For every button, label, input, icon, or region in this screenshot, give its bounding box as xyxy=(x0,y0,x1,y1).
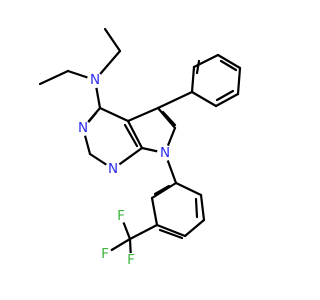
bond xyxy=(98,106,130,123)
bond xyxy=(38,69,70,86)
molecule-diagram: N N N N F F F xyxy=(38,27,242,268)
bond xyxy=(126,106,160,123)
bond xyxy=(150,181,178,200)
fluorine-bottom-atom: F xyxy=(124,252,138,268)
atom-label-layer: N N N N F F F xyxy=(75,72,173,268)
bond xyxy=(192,53,220,69)
bond xyxy=(123,123,139,148)
bond xyxy=(150,196,159,227)
fluorine-top-label: F xyxy=(117,208,125,224)
bond xyxy=(190,90,218,108)
bond xyxy=(103,27,122,53)
bond xyxy=(158,228,184,240)
bond xyxy=(126,119,144,150)
bond xyxy=(190,65,196,94)
pyrimidine-n1-atom: N xyxy=(105,161,121,177)
fluorine-top-atom: F xyxy=(114,208,128,224)
pyrimidine-n1-label: N xyxy=(108,161,118,177)
bond xyxy=(156,106,177,130)
bond xyxy=(161,110,177,127)
bond xyxy=(195,59,201,75)
fluorine-bottom-label: F xyxy=(127,252,135,268)
bond xyxy=(128,223,159,241)
bond xyxy=(174,181,203,197)
bond xyxy=(236,66,242,96)
pyrrole-nitrogen-label: N xyxy=(160,145,170,161)
bond xyxy=(214,92,240,108)
fluorine-left-atom: F xyxy=(98,246,112,262)
amine-nitrogen-label: N xyxy=(90,72,100,88)
fluorine-left-label: F xyxy=(101,246,109,262)
bond xyxy=(199,193,206,222)
amine-nitrogen-atom: N xyxy=(87,72,103,88)
pyrimidine-n3-label: N xyxy=(78,120,88,136)
pyrrole-nitrogen-atom: N xyxy=(157,145,173,161)
bond xyxy=(215,89,235,102)
bond xyxy=(153,184,171,196)
bond xyxy=(216,53,242,70)
bond xyxy=(194,197,199,219)
bond xyxy=(156,90,194,110)
bond xyxy=(183,218,206,238)
structure-drawing: N N N N F F F xyxy=(38,27,242,268)
pyrimidine-n3-atom: N xyxy=(75,120,91,136)
bond-layer xyxy=(38,27,242,262)
bond xyxy=(219,59,238,72)
bond xyxy=(155,223,187,238)
